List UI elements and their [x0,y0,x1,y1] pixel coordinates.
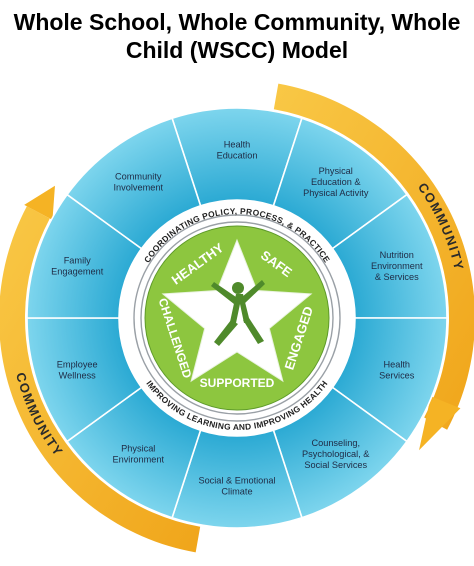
page-title: Whole School, Whole Community, Whole Chi… [0,8,474,64]
community-band-bottom [0,206,201,553]
components-ring [26,107,448,529]
title-line-2: Child (WSCC) Model [125,37,349,63]
community-arrow-top [419,396,461,451]
tenet-label: SUPPORTED [200,376,275,390]
title-line-1: Whole School, Whole Community, Whole [13,9,461,35]
community-band-top [273,83,474,430]
community-arrow-bottom [24,185,55,220]
community-band [0,83,474,553]
component-label: Counseling,Psychological, &Social Servic… [302,438,369,470]
coordinating-ring-inner-line [140,221,334,415]
component-segment [65,117,202,250]
jumping-child-icon [211,280,265,346]
coordinating-ring-outer-line [133,214,341,422]
